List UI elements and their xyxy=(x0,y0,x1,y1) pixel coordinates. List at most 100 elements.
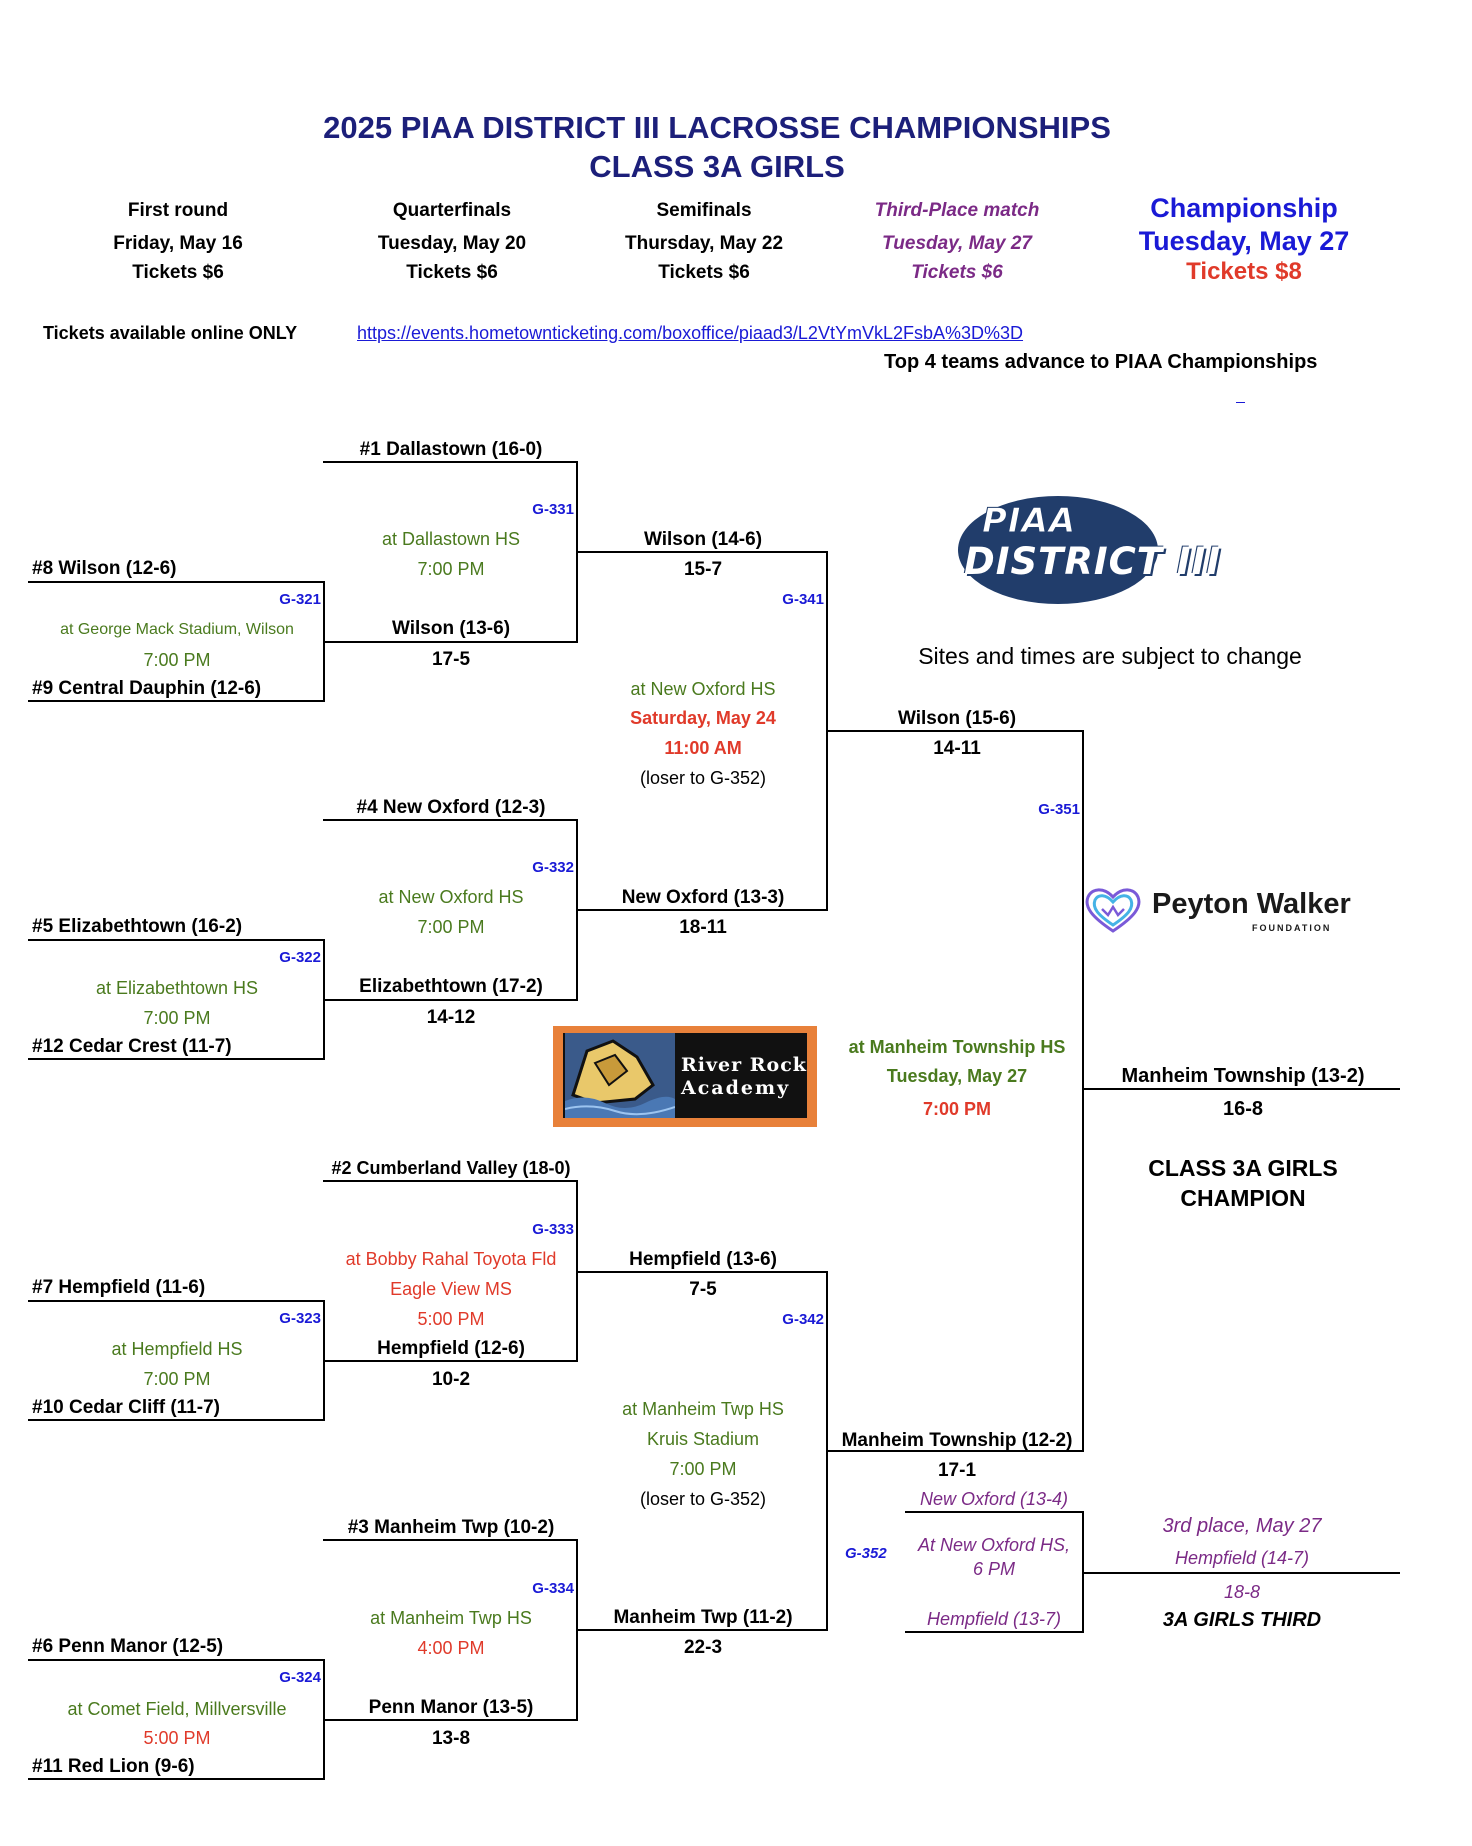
qf3-winner: Hempfield (12-6) xyxy=(377,1338,525,1359)
qf4-score: 13-8 xyxy=(431,1728,471,1749)
third-heading: 3rd place, May 27 xyxy=(1162,1515,1322,1537)
qf1-winner: Wilson (13-6) xyxy=(391,618,511,639)
final-game-tag: G-351 xyxy=(1038,801,1080,818)
qf3-venue: at Bobby Rahal Toyota Fld xyxy=(345,1249,557,1269)
fr2-bottom-team: #12 Cedar Crest (11-7) xyxy=(32,1036,232,1057)
heart-icon xyxy=(1085,888,1141,933)
line-qf4-out xyxy=(576,1629,828,1631)
sf2-venue2: Kruis Stadium xyxy=(646,1429,760,1449)
line-fr2-out xyxy=(323,999,578,1001)
third-label: 3A GIRLS THIRD xyxy=(1162,1609,1322,1631)
line-fr4-top xyxy=(28,1659,325,1661)
third-top-team: New Oxford (13-4) xyxy=(919,1489,1069,1509)
round-date-semi: Thursday, May 22 xyxy=(624,233,784,254)
champion-score: 16-8 xyxy=(1222,1098,1264,1120)
final-bottom-score: 17-1 xyxy=(937,1460,977,1481)
round-name-first: First round xyxy=(127,200,229,221)
third-score: 18-8 xyxy=(1223,1582,1261,1602)
qf4-winner: Penn Manor (13-5) xyxy=(368,1697,534,1718)
qf2-seed-team: #4 New Oxford (12-3) xyxy=(356,797,546,818)
line-qf2-out xyxy=(576,909,828,911)
sf1-time: 11:00 AM xyxy=(664,738,742,758)
round-tickets-semi: Tickets $6 xyxy=(658,262,750,283)
champion-label-line1: CLASS 3A GIRLS xyxy=(1148,1155,1338,1181)
fr3-time: 7:00 PM xyxy=(143,1369,211,1389)
round-name-third: Third-Place match xyxy=(874,200,1040,221)
fr3-game-tag: G-323 xyxy=(279,1310,321,1327)
round-date-quarter: Tuesday, May 20 xyxy=(377,233,527,254)
river-rock-line1: River Rock xyxy=(681,1054,807,1076)
logo-oval xyxy=(958,496,1158,604)
line-fr1-out xyxy=(323,641,578,643)
qf2-game-tag: G-332 xyxy=(532,859,574,876)
page-subtitle: CLASS 3A GIRLS xyxy=(589,149,845,184)
piaa-district-logo: PIAA DISTRICT III xyxy=(950,490,1230,610)
line-fr3-top xyxy=(28,1300,325,1302)
round-date-third: Tuesday, May 27 xyxy=(882,233,1032,254)
fr3-venue: at Hempfield HS xyxy=(111,1339,243,1359)
line-fr2-bottom xyxy=(28,1058,325,1060)
fr2-top-team: #5 Elizabethtown (16-2) xyxy=(32,916,243,937)
final-date: Tuesday, May 27 xyxy=(886,1066,1028,1086)
tickets-note: Tickets available online ONLY xyxy=(43,323,298,343)
third-time: 6 PM xyxy=(972,1559,1016,1579)
sf1-top-score: 15-7 xyxy=(683,559,723,580)
qf2-venue: at New Oxford HS xyxy=(378,887,524,907)
line-qf3-top xyxy=(323,1180,578,1182)
round-tickets-third: Tickets $6 xyxy=(911,262,1003,283)
sf1-bottom-score: 18-11 xyxy=(679,917,727,938)
line-sf2-out xyxy=(826,1450,1084,1452)
line-fr4-out xyxy=(323,1719,578,1721)
final-time: 7:00 PM xyxy=(922,1099,992,1119)
fr4-game-tag: G-324 xyxy=(279,1669,321,1686)
tickets-link[interactable]: https://events.hometownticketing.com/box… xyxy=(357,323,1024,343)
round-name-quarter: Quarterfinals xyxy=(392,200,512,221)
sf1-venue: at New Oxford HS xyxy=(630,679,776,699)
qf4-time: 4:00 PM xyxy=(417,1638,485,1658)
round-date-championship: Tuesday, May 27 xyxy=(1138,226,1350,256)
champion-label-line2: CHAMPION xyxy=(1180,1185,1306,1211)
peyton-walker-name: Peyton Walker xyxy=(1152,888,1351,920)
fr4-venue: at Comet Field, Millversville xyxy=(67,1699,287,1719)
sf1-date: Saturday, May 24 xyxy=(630,708,776,728)
river-rock-line2: Academy xyxy=(681,1077,791,1099)
round-tickets-quarter: Tickets $6 xyxy=(406,262,498,283)
line-fr3-bottom xyxy=(28,1419,325,1421)
sf2-top-team: Hempfield (13-6) xyxy=(629,1249,777,1270)
line-third-top xyxy=(905,1511,1084,1513)
qf1-score: 17-5 xyxy=(431,649,471,670)
qf3-score: 10-2 xyxy=(431,1369,471,1390)
qf3-game-tag: G-333 xyxy=(532,1221,574,1238)
line-fr1-top xyxy=(28,581,325,583)
round-tickets-championship: Tickets $8 xyxy=(1186,258,1302,285)
fr2-time: 7:00 PM xyxy=(143,1008,211,1028)
rock-icon xyxy=(565,1033,675,1118)
qf1-venue: at Dallastown HS xyxy=(381,529,521,549)
sf2-bottom-team: Manheim Twp (11-2) xyxy=(613,1607,793,1628)
sf1-bottom-team: New Oxford (13-3) xyxy=(621,887,785,908)
qf4-game-tag: G-334 xyxy=(532,1580,574,1597)
line-fr1-bottom xyxy=(28,700,325,702)
sf1-game-tag: G-341 xyxy=(782,591,824,608)
qf3-time: 5:00 PM xyxy=(417,1309,485,1329)
qf4-venue: at Manheim Twp HS xyxy=(370,1608,532,1628)
logo-piaa-text: PIAA xyxy=(981,501,1077,541)
sf1-note: (loser to G-352) xyxy=(639,768,767,788)
line-champion xyxy=(1082,1088,1400,1090)
qf3-seed-team: #2 Cumberland Valley (18-0) xyxy=(331,1158,571,1178)
qf2-time: 7:00 PM xyxy=(417,917,485,937)
round-name-championship: Championship xyxy=(1150,193,1338,223)
fr3-top-team: #7 Hempfield (11-6) xyxy=(32,1277,206,1298)
fr3-bottom-team: #10 Cedar Cliff (11-7) xyxy=(32,1397,220,1418)
line-fr2-top xyxy=(28,939,325,941)
qf2-winner: Elizabethtown (17-2) xyxy=(359,976,543,997)
fr1-game-tag: G-321 xyxy=(279,591,321,608)
line-qf4-top xyxy=(323,1539,578,1541)
qf1-seed-team: #1 Dallastown (16-0) xyxy=(359,439,543,460)
advance-note: Top 4 teams advance to PIAA Championship… xyxy=(884,351,1318,373)
line-qf1-top xyxy=(323,461,578,463)
sf2-bottom-score: 22-3 xyxy=(683,1637,723,1658)
fr1-bottom-team: #9 Central Dauphin (12-6) xyxy=(32,678,262,699)
fr4-time: 5:00 PM xyxy=(143,1728,211,1748)
